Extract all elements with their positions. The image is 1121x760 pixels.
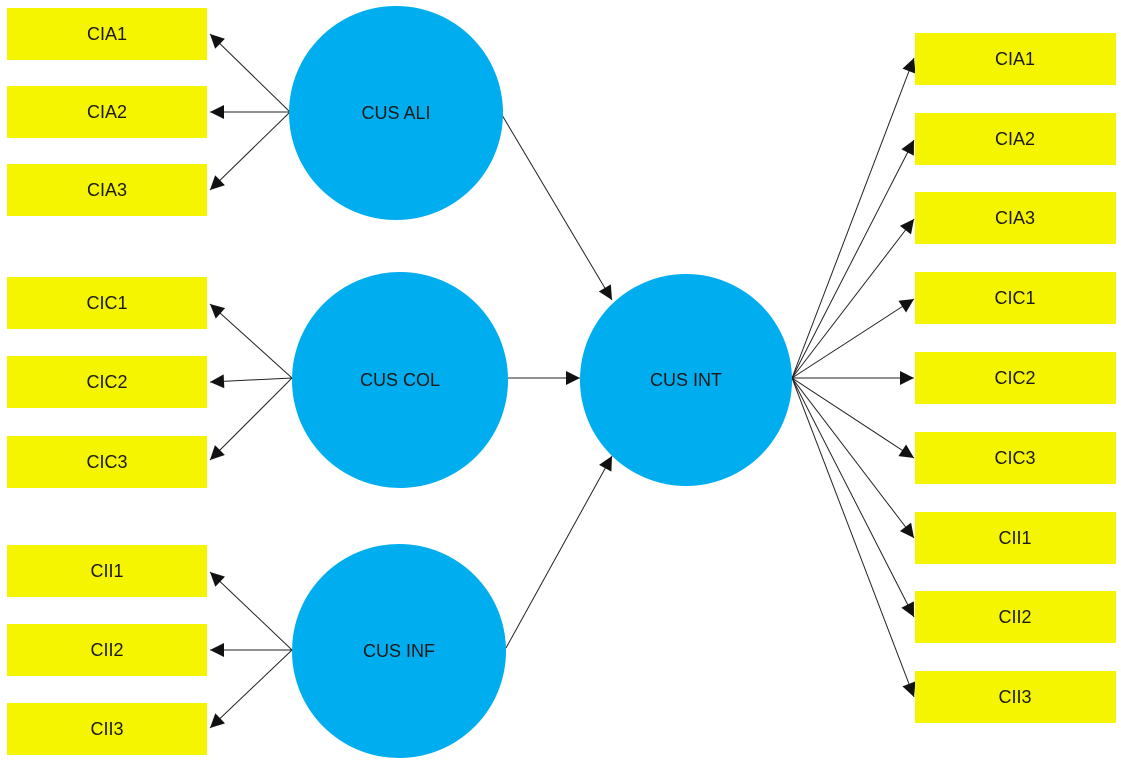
indicator-label: CII2 (90, 640, 123, 660)
edge-cus-inf-to-cus-int (505, 455, 613, 649)
indicator-label: CIA3 (87, 180, 127, 200)
construct-label: CUS ALI (361, 103, 430, 123)
indicator-label: CIC2 (994, 368, 1035, 388)
indicator-label: CIC3 (86, 452, 127, 472)
right-indicator-cia2: CIA2 (915, 113, 1116, 165)
construct-circle (580, 274, 792, 486)
indicator-label: CIA1 (995, 49, 1035, 69)
indicator-label: CIC1 (86, 293, 127, 313)
construct-label: CUS INF (363, 641, 435, 661)
indicator-label: CIA3 (995, 208, 1035, 228)
construct-cus-ali: CUS ALI (289, 6, 503, 220)
indicator-box (915, 432, 1116, 484)
construct-label: CUS COL (360, 370, 440, 390)
indicator-box (915, 113, 1116, 165)
edge-cus-col-to-cic3-left (209, 377, 293, 461)
indicator-box (7, 545, 207, 597)
indicator-box (7, 703, 207, 755)
indicator-box (7, 624, 207, 676)
right-indicator-cic2: CIC2 (915, 352, 1116, 404)
indicator-label: CII3 (90, 719, 123, 739)
indicator-box (915, 272, 1116, 324)
left-indicator-cii3: CII3 (7, 703, 207, 755)
indicator-box (915, 33, 1116, 85)
indicator-box (7, 436, 207, 488)
indicator-box (915, 671, 1116, 723)
left-indicator-cii1: CII1 (7, 545, 207, 597)
edge-cus-ali-to-cia1-left (209, 33, 291, 113)
indicator-box (915, 512, 1116, 564)
right-indicator-cii3: CII3 (915, 671, 1116, 723)
left-indicator-cic2: CIC2 (7, 356, 207, 408)
edge-cus-ali-to-cus-int (501, 114, 613, 301)
indicator-label: CIA2 (87, 102, 127, 122)
right-indicator-cii1: CII1 (915, 512, 1116, 564)
edge-cus-col-to-cic1-left (209, 303, 293, 379)
indicator-label: CII3 (998, 687, 1031, 707)
construct-circle (292, 544, 506, 758)
left-indicator-cii2: CII2 (7, 624, 207, 676)
indicator-box (7, 8, 207, 60)
indicator-box (7, 356, 207, 408)
indicator-label: CII1 (998, 528, 1031, 548)
indicator-label: CIC3 (994, 448, 1035, 468)
edges-layer (209, 33, 916, 729)
constructs-group: CUS ALI CUS COL CUS INF CUS INT (289, 6, 792, 758)
left-indicators-group: CIA1 CIA2 CIA3 CIC1 CIC2 CIC3 CII1 CI (7, 8, 207, 755)
right-indicator-cii2: CII2 (915, 591, 1116, 643)
edge-cus-ali-to-cia3-left (209, 111, 291, 191)
indicator-label: CIC1 (994, 288, 1035, 308)
indicator-label: CIC2 (86, 372, 127, 392)
indicator-label: CII1 (90, 561, 123, 581)
left-indicator-cia2: CIA2 (7, 86, 207, 138)
edge-cus-int-to-cia3-right (791, 218, 915, 379)
indicator-label: CII2 (998, 607, 1031, 627)
edge-cus-int-to-cii1-right (791, 377, 915, 539)
edge-cus-inf-to-cii3-left (209, 649, 293, 729)
edge-cus-int-to-cii3-right (791, 377, 916, 698)
edge-cus-int-to-cic3-right (791, 377, 915, 459)
indicator-box (915, 352, 1116, 404)
indicator-box (7, 86, 207, 138)
right-indicator-cia3: CIA3 (915, 192, 1116, 244)
left-indicator-cic3: CIC3 (7, 436, 207, 488)
construct-circle (289, 6, 503, 220)
indicator-label: CIA2 (995, 129, 1035, 149)
construct-cus-col: CUS COL (292, 272, 508, 488)
right-indicators-group: CIA1 CIA2 CIA3 CIC1 CIC2 CIC3 CII1 CII2 (915, 33, 1116, 723)
construct-circle (292, 272, 508, 488)
edge-cus-int-to-cia1-right (791, 57, 916, 379)
indicator-box (7, 164, 207, 216)
indicator-box (7, 277, 207, 329)
construct-label: CUS INT (650, 370, 722, 390)
right-indicator-cic1: CIC1 (915, 272, 1116, 324)
edge-cus-int-to-cii2-right (791, 377, 915, 618)
edge-cus-col-to-cic2-left (209, 374, 293, 389)
edge-cus-int-to-cic1-right (791, 298, 915, 379)
right-indicator-cic3: CIC3 (915, 432, 1116, 484)
edge-cus-int-to-cia2-right (791, 139, 915, 379)
left-indicator-cia1: CIA1 (7, 8, 207, 60)
indicator-box (915, 192, 1116, 244)
construct-cus-int: CUS INT (580, 274, 792, 486)
construct-cus-inf: CUS INF (292, 544, 506, 758)
edge-cus-inf-to-cii1-left (209, 571, 293, 651)
indicator-box (915, 591, 1116, 643)
indicator-label: CIA1 (87, 24, 127, 44)
left-indicator-cic1: CIC1 (7, 277, 207, 329)
left-indicator-cia3: CIA3 (7, 164, 207, 216)
right-indicator-cia1: CIA1 (915, 33, 1116, 85)
